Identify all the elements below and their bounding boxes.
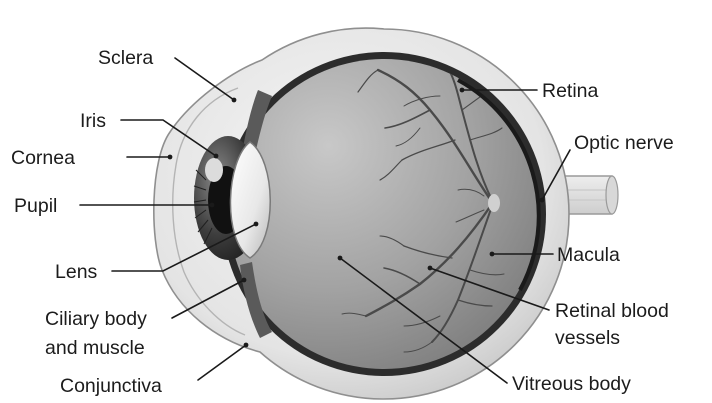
label-cornea: Cornea bbox=[11, 147, 75, 169]
label-sclera: Sclera bbox=[98, 47, 153, 69]
label-retinal-blood-vessels-line2: vessels bbox=[555, 327, 620, 349]
label-ciliary-body-line1: Ciliary body bbox=[45, 308, 147, 330]
label-retina: Retina bbox=[542, 80, 599, 102]
label-macula: Macula bbox=[557, 244, 620, 266]
pupil-highlight bbox=[205, 158, 223, 182]
label-iris: Iris bbox=[80, 110, 106, 132]
label-retinal-blood-vessels-line1: Retinal blood bbox=[555, 300, 669, 322]
optic-disc bbox=[488, 194, 500, 212]
label-pupil: Pupil bbox=[14, 195, 57, 217]
label-vitreous-body: Vitreous body bbox=[512, 373, 631, 395]
label-ciliary-body-line2: and muscle bbox=[45, 337, 145, 359]
label-conjunctiva: Conjunctiva bbox=[60, 375, 162, 397]
label-lens: Lens bbox=[55, 261, 98, 283]
label-optic-nerve: Optic nerve bbox=[574, 132, 674, 154]
